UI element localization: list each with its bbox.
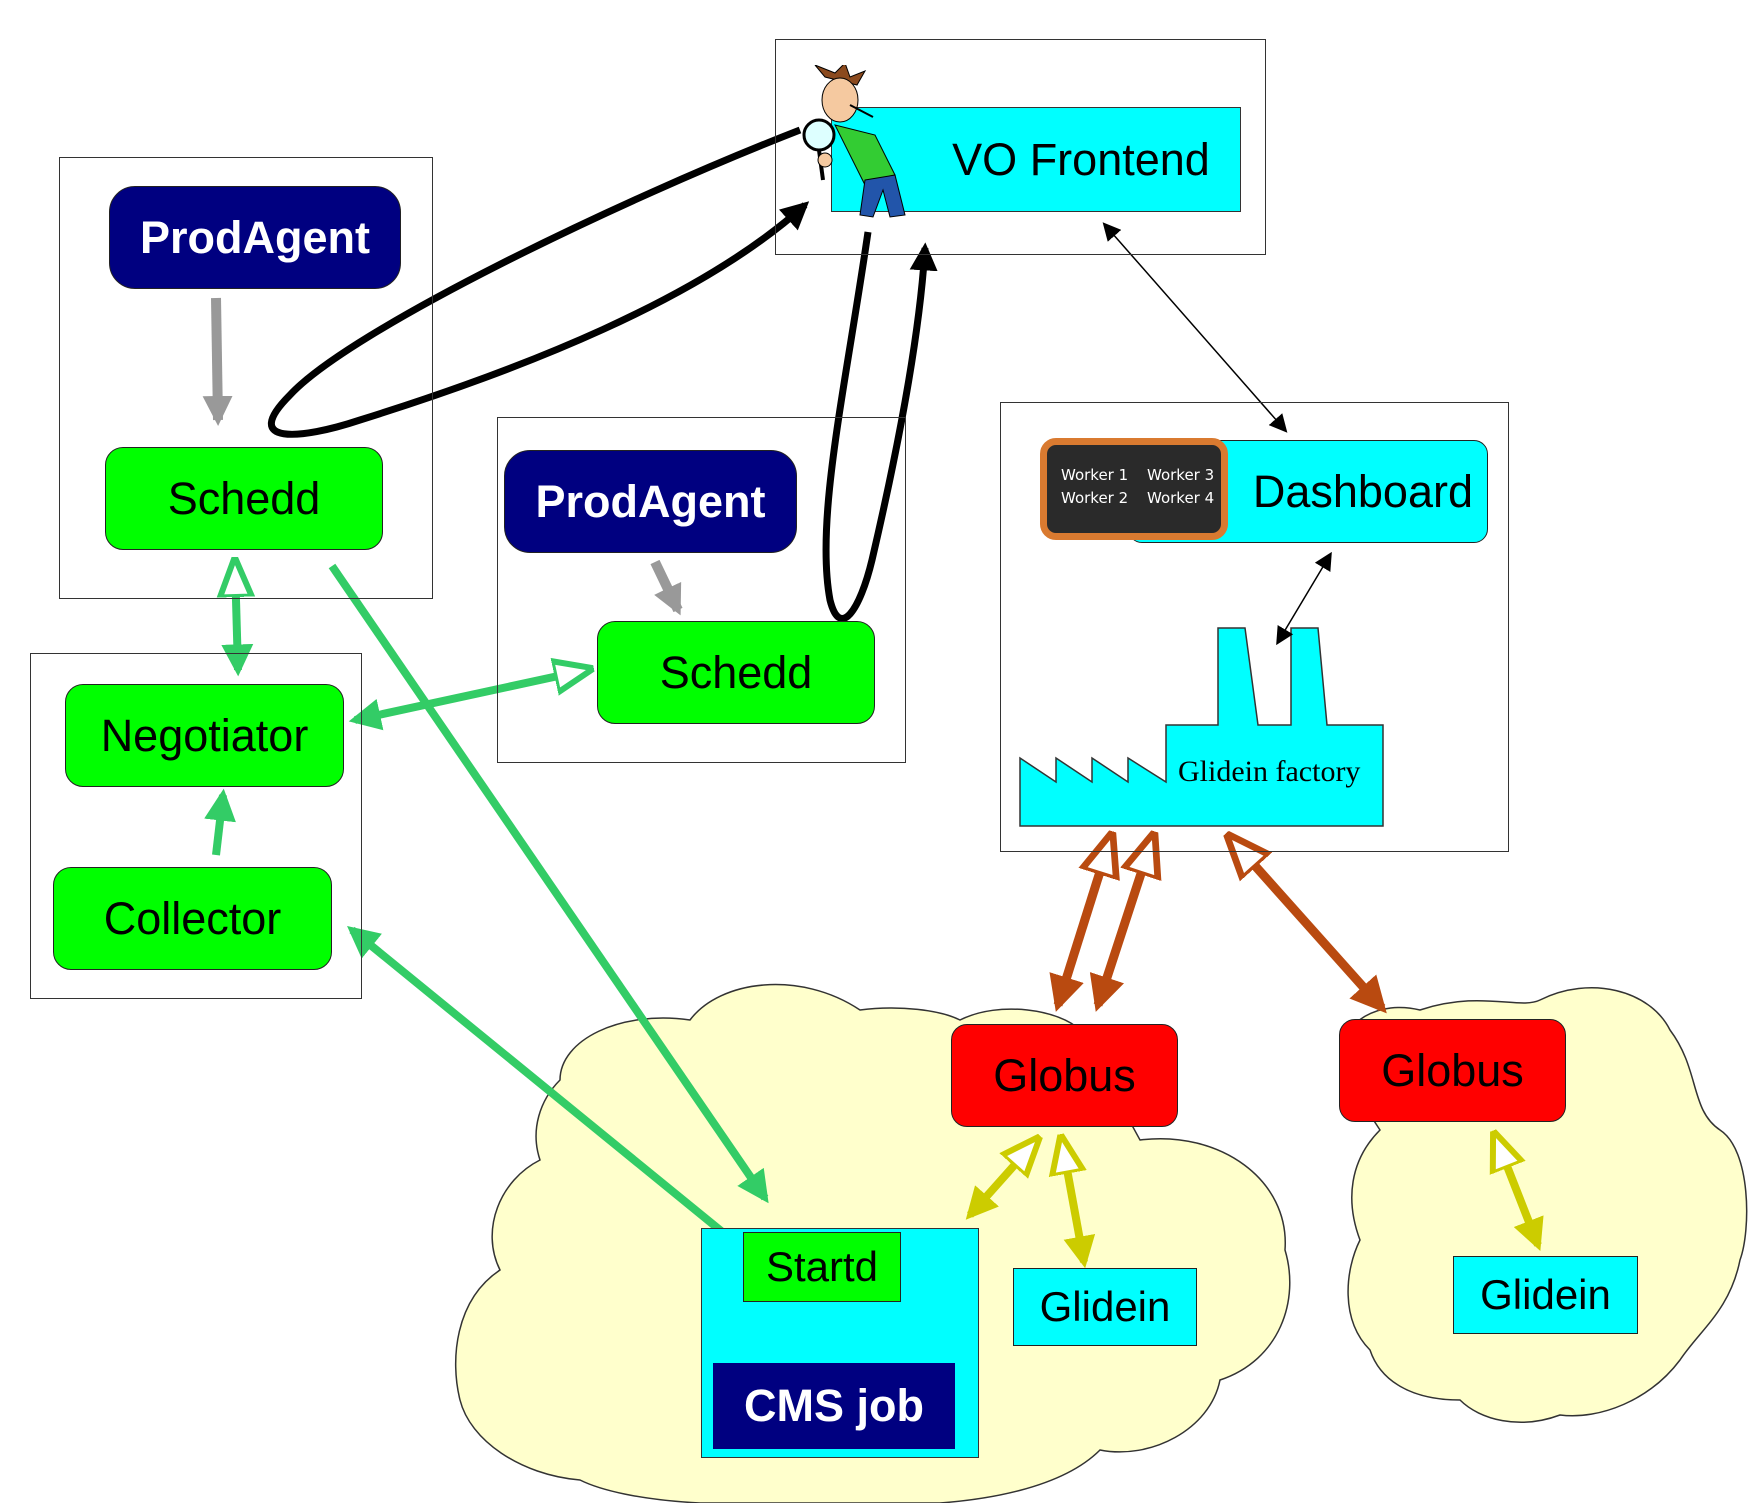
frame-vo-frontend: [775, 39, 1266, 255]
prodagent-2[interactable]: ProdAgent: [504, 450, 797, 553]
arrow-startd-to-collector: [347, 925, 745, 1252]
glidein-factory-label: Glidein factory: [1178, 755, 1361, 788]
startd[interactable]: Startd: [743, 1232, 901, 1302]
globus-2[interactable]: Globus: [1339, 1019, 1566, 1122]
negotiator[interactable]: Negotiator: [65, 684, 344, 787]
frame-central-manager: [30, 653, 362, 999]
cms-job[interactable]: CMS job: [713, 1363, 955, 1449]
frame-prodagent-2: [497, 417, 906, 763]
arrow-globus2-glidein2: [1496, 1138, 1538, 1245]
schedd-1[interactable]: Schedd: [105, 447, 383, 550]
arrow-schedd1-to-startd: [328, 563, 769, 1204]
arrow-globus1-startd: [970, 1142, 1035, 1215]
arrow-collector-to-negotiator: [204, 788, 236, 856]
glidein-1[interactable]: Glidein: [1013, 1268, 1197, 1346]
arrow-frontend-dashboard: [1102, 222, 1288, 433]
arrow-factory-globus1-b: [1098, 840, 1152, 1005]
monitor-screen-icon: Worker 1 Worker 3 Worker 2 Worker 4: [1040, 438, 1228, 540]
dashboard-label: Dashboard: [1252, 465, 1473, 517]
collector[interactable]: Collector: [53, 867, 332, 970]
frame-factory: [1000, 402, 1509, 852]
arrow-schedd2-negotiator: [355, 670, 586, 720]
prodagent-1[interactable]: ProdAgent: [109, 186, 401, 289]
arrow-factory-globus2: [1232, 840, 1382, 1008]
globus-1[interactable]: Globus: [951, 1024, 1178, 1127]
schedd-2[interactable]: Schedd: [597, 621, 875, 724]
arrow-prodagent2-to-schedd2: [650, 559, 683, 616]
loop-frontend-schedd2: [822, 231, 938, 622]
man-with-magnifying-glass-icon: [795, 62, 935, 220]
monitor-worker-3: Worker 3: [1147, 466, 1215, 484]
arrow-globus1-glidein1: [1062, 1142, 1084, 1262]
arrow-prodagent1-to-schedd1: [202, 297, 233, 426]
loop-frontend-schedd1: [268, 126, 810, 438]
arrow-dashboard-factory: [1276, 551, 1332, 646]
monitor-worker-2: Worker 2: [1061, 489, 1129, 507]
arrow-schedd1-negotiator: [235, 565, 238, 670]
monitor-worker-1: Worker 1: [1061, 466, 1129, 484]
vo-frontend-label: VO Frontend: [952, 133, 1210, 185]
frame-prodagent-1: [59, 157, 433, 599]
glidein-2[interactable]: Glidein: [1453, 1256, 1638, 1334]
monitor-worker-4: Worker 4: [1147, 489, 1215, 507]
factory-icon: [1019, 627, 1384, 827]
